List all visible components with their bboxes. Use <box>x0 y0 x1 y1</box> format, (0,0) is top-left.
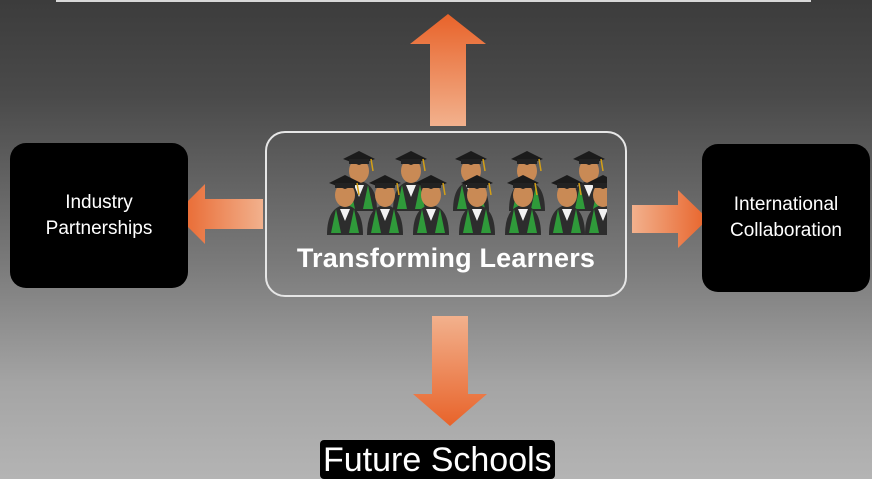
arrow-down <box>413 316 487 426</box>
top-divider-line <box>56 0 811 2</box>
future-schools-label: Future Schools <box>320 440 555 479</box>
industry-partnerships-box: Industry Partnerships <box>10 143 188 288</box>
international-collaboration-box: International Collaboration <box>702 144 870 292</box>
industry-partnerships-label: Industry Partnerships <box>45 191 153 239</box>
arrow-right <box>632 190 708 248</box>
transforming-learners-title: Transforming Learners <box>296 243 596 273</box>
arrow-left <box>175 184 263 244</box>
arrow-up <box>410 14 486 126</box>
transforming-learners-box: Transforming Learners <box>265 131 627 297</box>
international-collaboration-label: International Collaboration <box>730 194 842 241</box>
graduates-group-icon <box>327 150 607 236</box>
